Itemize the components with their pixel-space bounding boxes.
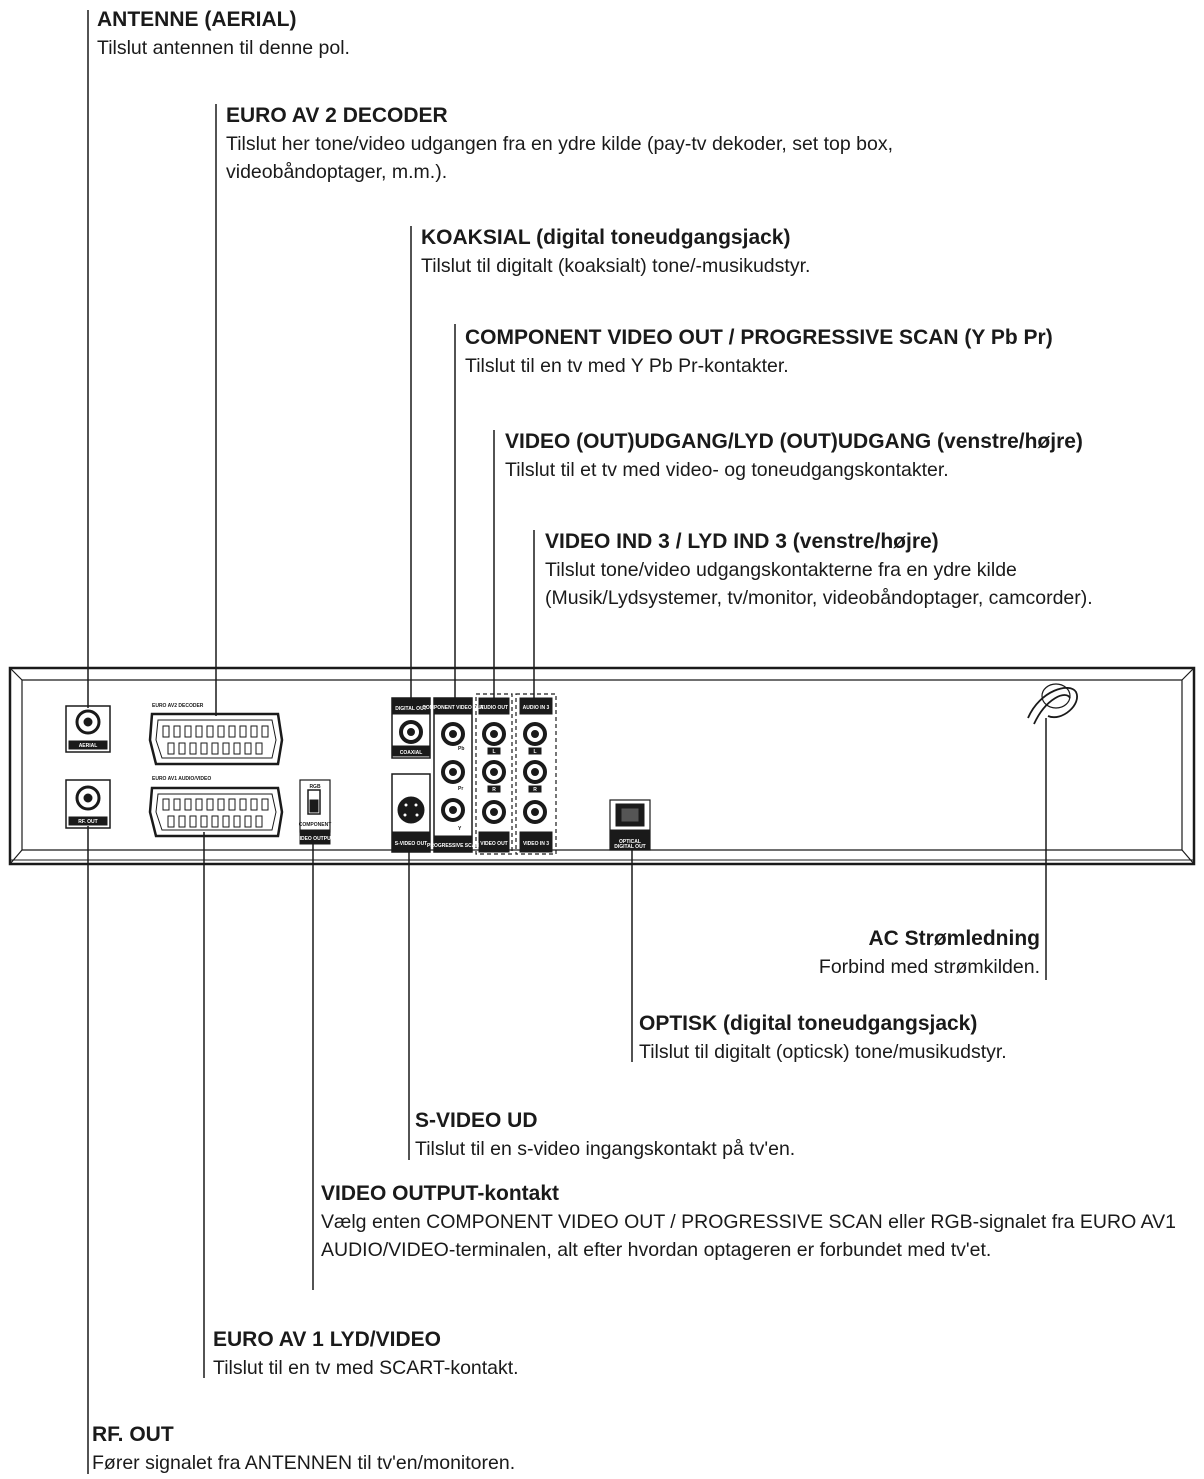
euro-av2-title: EURO AV 2 DECODER	[226, 104, 448, 127]
koaksial-desc: Tilslut til digitalt (koaksialt) tone/-m…	[421, 255, 811, 277]
video-output-desc: Vælg enten COMPONENT VIDEO OUT / PROGRES…	[321, 1211, 1177, 1261]
component-desc: Tilslut til en tv med Y Pb Pr-kontakter.	[465, 355, 789, 377]
digital-out-panel-label: DIGITAL OUT	[395, 706, 426, 712]
euro-av1-panel-label: EURO AV1 AUDIO/VIDEO	[152, 776, 211, 782]
audio-in3-l-label: L	[533, 749, 536, 755]
audio-in3-panel-label: AUDIO IN 3	[523, 705, 550, 711]
audio-out-panel-label: AUDIO OUT	[480, 705, 508, 711]
chassis	[8, 666, 1196, 866]
callout-ac: AC Strømledning Forbind med strømkilden.	[819, 925, 1040, 981]
svideo-desc: Tilslut til en s-video ingangskontakt på…	[415, 1138, 796, 1160]
coaxial-panel-label: COAXIAL	[400, 750, 423, 756]
euro-av2-panel-label: EURO AV2 DECODER	[152, 703, 204, 709]
callout-video-ind3: VIDEO IND 3 / LYD IND 3 (venstre/højre) …	[545, 528, 1120, 612]
ac-desc: Forbind med strømkilden.	[818, 956, 1040, 978]
audio-video-in3-jacks	[515, 693, 557, 855]
panel-printing-lr: L R L R DIGITAL OUT	[492, 749, 646, 850]
callout-component: COMPONENT VIDEO OUT / PROGRESSIVE SCAN (…	[465, 324, 1053, 380]
callout-rf-out: RF. OUT Fører signalet fra ANTENNEN til …	[92, 1421, 515, 1477]
koaksial-title: KOAKSIAL (digital toneudgangsjack)	[421, 226, 791, 249]
callout-svideo: S-VIDEO UD Tilslut til en s-video ingang…	[415, 1107, 795, 1163]
euro-av2-scart	[148, 712, 284, 766]
leader-lines	[87, 10, 1047, 1474]
aerial-panel-label: AERIAL	[79, 743, 98, 749]
optical-jack	[609, 799, 651, 851]
video-ind3-desc: Tilslut tone/video udgangskontakterne fr…	[545, 559, 1093, 609]
rgb-panel-label: RGB	[309, 784, 321, 790]
callout-koaksial: KOAKSIAL (digital toneudgangsjack) Tilsl…	[421, 224, 810, 280]
optisk-desc: Tilslut til digitalt (opticsk) tone/musi…	[639, 1041, 1007, 1063]
rf-out-title: RF. OUT	[92, 1423, 174, 1446]
component-switch-panel-label: COMPONENT	[299, 822, 332, 828]
antenne-title: ANTENNE (AERIAL)	[97, 8, 297, 31]
antenne-desc: Tilslut antennen til denne pol.	[97, 37, 350, 59]
video-output-switch	[299, 779, 331, 845]
video-output-title: VIDEO OUTPUT-kontakt	[321, 1182, 560, 1205]
component-title: COMPONENT VIDEO OUT / PROGRESSIVE SCAN (…	[465, 326, 1053, 349]
audio-video-out-jacks	[475, 693, 513, 855]
euro-av1-desc: Tilslut til en tv med SCART-kontakt.	[213, 1357, 519, 1379]
pb-panel-label: Pb	[458, 746, 464, 752]
callout-antenne: ANTENNE (AERIAL) Tilslut antennen til de…	[97, 6, 350, 62]
rf-out-jack	[65, 779, 111, 829]
callout-euro-av2: EURO AV 2 DECODER Tilslut her tone/video…	[226, 102, 1006, 186]
callout-video-out: VIDEO (OUT)UDGANG/LYD (OUT)UDGANG (venst…	[505, 428, 1083, 484]
callout-video-output: VIDEO OUTPUT-kontakt Vælg enten COMPONEN…	[321, 1180, 1199, 1264]
coaxial-jack	[391, 697, 431, 759]
video-out-panel-label: VIDEO OUT	[480, 841, 508, 847]
s-video-jack	[391, 773, 431, 853]
video-in3-panel-label: VIDEO IN 3	[523, 841, 549, 847]
component-panel-label: COMPONENT VIDEO OUT	[422, 705, 483, 711]
video-output-panel-label: VIDEO OUTPUT	[296, 836, 334, 842]
video-out-title: VIDEO (OUT)UDGANG/LYD (OUT)UDGANG (venst…	[505, 430, 1083, 453]
optical-panel-label: OPTICAL	[619, 839, 641, 845]
optisk-title: OPTISK (digital toneudgangsjack)	[639, 1012, 978, 1035]
progressive-panel-label: PROGRESSIVE SCAN	[427, 843, 479, 849]
optical-digital-out-label: DIGITAL OUT	[614, 844, 645, 850]
ac-title: AC Strømledning	[868, 927, 1041, 950]
ac-cord	[1027, 683, 1078, 725]
aerial-jack	[65, 705, 111, 753]
callout-euro-av1: EURO AV 1 LYD/VIDEO Tilslut til en tv me…	[213, 1326, 519, 1382]
audio-in3-r-label: R	[533, 787, 537, 793]
euro-av1-scart	[148, 786, 284, 838]
s-video-out-panel-label: S-VIDEO OUT	[395, 841, 428, 847]
y-panel-label: Y	[458, 826, 462, 832]
callout-optisk: OPTISK (digital toneudgangsjack) Tilslut…	[639, 1010, 1007, 1066]
pr-panel-label: Pr	[458, 786, 463, 792]
rf-out-desc: Fører signalet fra ANTENNEN til tv'en/mo…	[92, 1452, 516, 1474]
panel-printing-dark: EURO AV2 DECODER EURO AV1 AUDIO/VIDEO Pb…	[152, 703, 464, 832]
component-jacks	[433, 697, 473, 853]
video-out-desc: Tilslut til et tv med video- og toneudga…	[505, 459, 949, 481]
audio-out-l-label: L	[492, 749, 495, 755]
svideo-title: S-VIDEO UD	[415, 1109, 538, 1132]
rf-out-panel-label: RF. OUT	[78, 819, 97, 825]
euro-av1-title: EURO AV 1 LYD/VIDEO	[213, 1328, 441, 1351]
video-ind3-title: VIDEO IND 3 / LYD IND 3 (venstre/højre)	[545, 530, 939, 553]
audio-out-r-label: R	[492, 787, 496, 793]
euro-av2-desc: Tilslut her tone/video udgangen fra en y…	[226, 133, 894, 183]
panel-printing: AERIAL RF. OUT DIGITAL OUT COAXIAL S-VID…	[78, 705, 641, 849]
